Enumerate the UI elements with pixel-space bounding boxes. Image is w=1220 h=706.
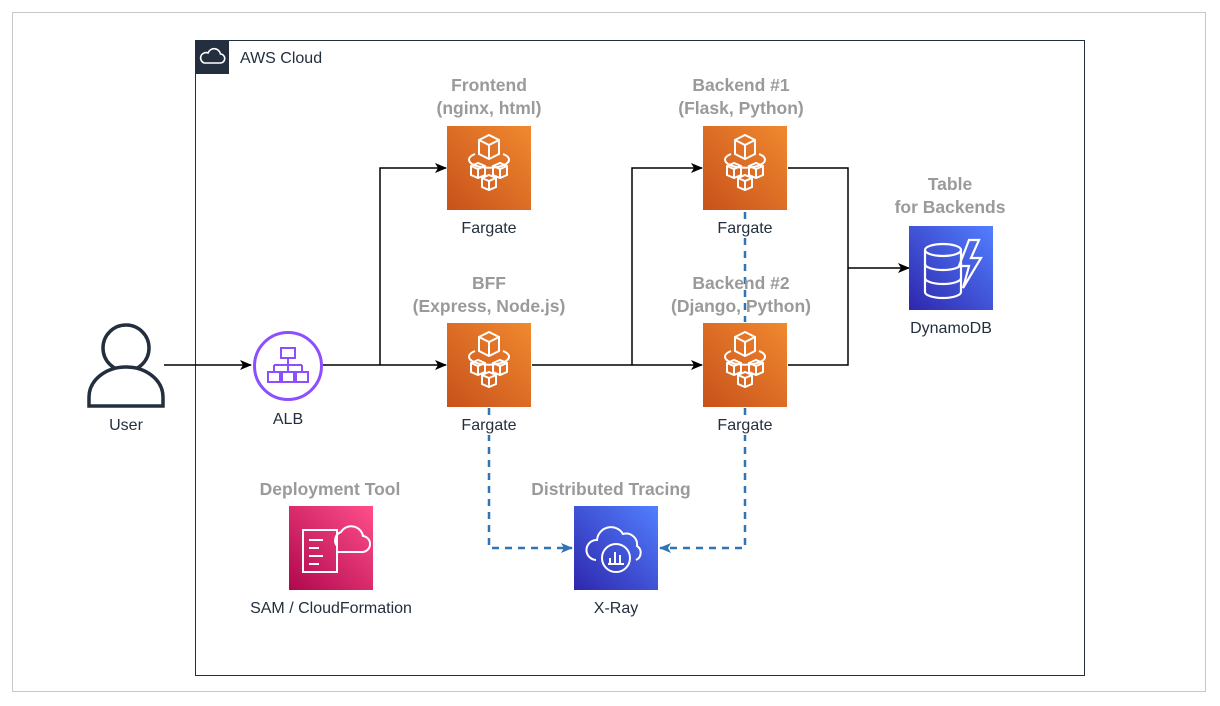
frontend-fargate-node [447, 126, 531, 210]
backend2-title: Backend #2 (Django, Python) [671, 272, 811, 318]
edge-backend2-xray-dashed [659, 408, 747, 553]
table-title-line1: Table [927, 174, 973, 194]
table-title-line2: for Backends [894, 197, 1006, 217]
backend2-title-line1: Backend #2 [692, 273, 790, 293]
xray-icon [585, 526, 642, 573]
backend1-service-label: Fargate [715, 220, 775, 238]
backend1-title-line2: (Flask, Python) [678, 98, 804, 118]
fargate-icon [468, 330, 510, 389]
fargate-icon [724, 133, 766, 192]
backend1-title: Backend #1 (Flask, Python) [678, 74, 803, 120]
dynamodb-node [909, 226, 993, 310]
xray-label: X-Ray [591, 600, 641, 618]
aws-cloud-group [195, 40, 1085, 676]
cloudformation-node [289, 506, 373, 590]
xray-node [574, 506, 658, 590]
fargate-icon [724, 330, 766, 389]
dynamodb-label: DynamoDB [908, 320, 994, 338]
alb-icon [253, 331, 323, 401]
bff-title-line1: BFF [471, 273, 507, 293]
edge-backend1-dynamodb [788, 167, 849, 268]
bff-fargate-node [447, 323, 531, 407]
fargate-icon [468, 133, 510, 192]
edge-bff-backend1 [631, 163, 703, 365]
aws-cloud-icon [195, 40, 229, 74]
backend2-service-label: Fargate [715, 417, 775, 435]
edge-backend2-dynamodb [788, 268, 849, 366]
user-node [86, 322, 166, 408]
bff-title: BFF (Express, Node.js) [413, 272, 566, 318]
user-icon [87, 323, 165, 408]
backend1-fargate-node [703, 126, 787, 210]
backend1-title-line1: Backend #1 [692, 75, 790, 95]
cloudformation-icon [302, 525, 372, 573]
edge-alb-frontend [379, 163, 447, 365]
tracing-title-text: Distributed Tracing [531, 479, 691, 499]
cloudformation-label: SAM / CloudFormation [248, 600, 414, 618]
deploy-title-text: Deployment Tool [259, 479, 401, 499]
bff-title-line2: (Express, Node.js) [412, 296, 566, 316]
aws-cloud-title: AWS Cloud [240, 50, 323, 67]
frontend-service-label: Fargate [459, 220, 519, 238]
deploy-title: Deployment Tool [260, 478, 401, 501]
backend2-title-line2: (Django, Python) [671, 296, 811, 316]
dynamodb-icon [923, 238, 983, 300]
frontend-title: Frontend (nginx, html) [437, 74, 542, 120]
frontend-title-line2: (nginx, html) [436, 98, 542, 118]
alb-node [252, 330, 324, 402]
bff-service-label: Fargate [459, 417, 519, 435]
user-label: User [107, 417, 145, 435]
tracing-title: Distributed Tracing [531, 478, 690, 501]
frontend-title-line1: Frontend [451, 75, 527, 95]
edge-bff-xray-dashed [487, 408, 573, 553]
table-title: Table for Backends [895, 173, 1006, 219]
backend2-fargate-node [703, 323, 787, 407]
alb-label: ALB [270, 411, 306, 429]
